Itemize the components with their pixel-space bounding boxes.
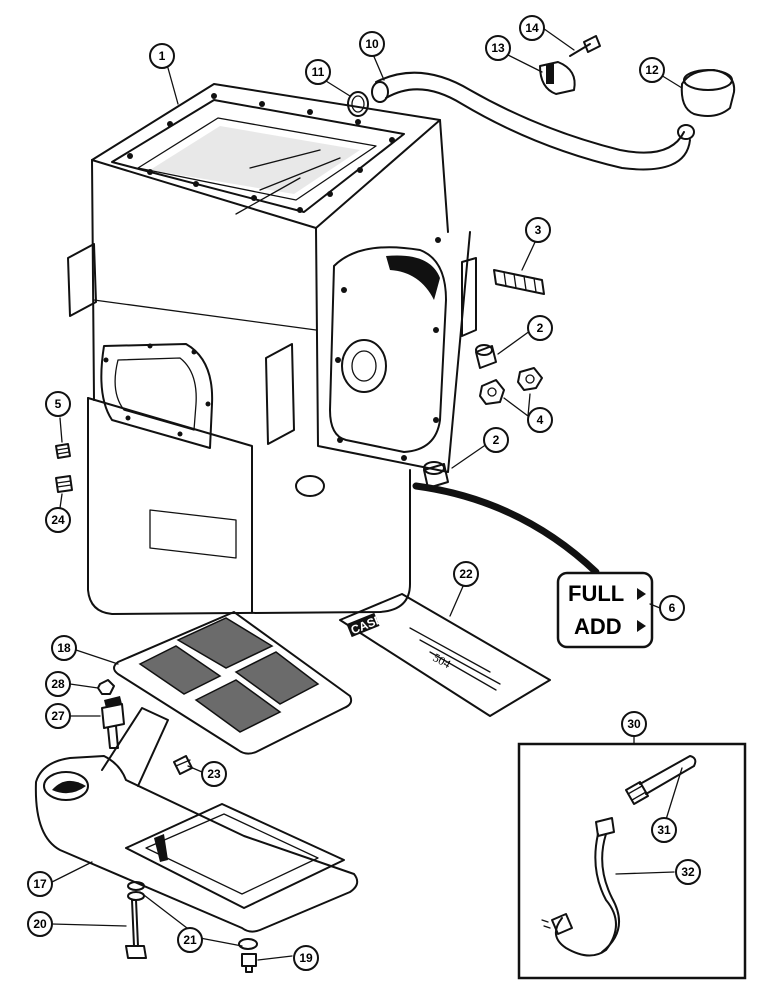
callout: 6	[659, 595, 685, 621]
sealant-package: CASE 504	[339, 593, 551, 717]
callout-label: 11	[312, 65, 325, 79]
callout-label: 4	[537, 413, 544, 427]
callout: 1	[149, 43, 175, 69]
callout: 24	[45, 507, 71, 533]
nuts	[479, 367, 543, 405]
callout-label: 23	[207, 767, 221, 781]
callout-label: 22	[459, 567, 473, 581]
callout: 12	[639, 57, 665, 83]
callout-label: 27	[51, 709, 65, 723]
callout: 31	[651, 817, 677, 843]
callout: 18	[51, 635, 77, 661]
callout-label: 10	[365, 37, 379, 51]
callout: 32	[675, 859, 701, 885]
leader-lines	[51, 25, 683, 961]
callout-label: 2	[493, 433, 500, 447]
dipstick-line	[412, 482, 600, 576]
plug-lower	[55, 475, 73, 493]
callout: 27	[45, 703, 71, 729]
callout: 17	[27, 871, 53, 897]
gauge-full-label: FULL	[568, 581, 624, 606]
callout-label: 3	[535, 223, 542, 237]
callout-label: 18	[57, 641, 71, 655]
oil-pan	[34, 707, 359, 933]
callout: 2	[527, 315, 553, 341]
dipstick-gauge: FULL ADD	[556, 571, 654, 649]
callout: 2	[483, 427, 509, 453]
suction-screen	[113, 611, 353, 755]
heater-element	[625, 755, 697, 805]
callout-label: 14	[525, 21, 539, 35]
callout-label: 20	[33, 917, 47, 931]
callout: 21	[177, 927, 203, 953]
package-product: 504	[431, 650, 453, 671]
callout: 4	[527, 407, 553, 433]
callout: 23	[201, 761, 227, 787]
breather-tube	[371, 71, 695, 171]
callout-label: 13	[491, 41, 505, 55]
callout: 30	[621, 711, 647, 737]
washers	[127, 881, 258, 950]
dowel-pin-lower	[423, 461, 449, 489]
power-cord	[541, 817, 620, 957]
callout: 5	[45, 391, 71, 417]
gauge-add-label: ADD	[574, 614, 622, 639]
callout-label: 24	[51, 513, 65, 527]
callout-label: 19	[299, 951, 313, 965]
sensor-fitting	[101, 696, 125, 749]
callout: 28	[45, 671, 71, 697]
short-bolt	[241, 953, 257, 973]
callout: 11	[305, 59, 331, 85]
callout: 14	[519, 15, 545, 41]
transmission-housing	[67, 83, 477, 615]
callout: 10	[359, 31, 385, 57]
callout-label: 21	[183, 933, 197, 947]
callout-label: 5	[55, 397, 62, 411]
dowel-pin-upper	[475, 344, 497, 369]
long-bolt	[125, 891, 147, 959]
callout-label: 12	[645, 63, 659, 77]
nut-small	[97, 679, 115, 695]
callout-label: 6	[669, 601, 676, 615]
callout-label: 28	[51, 677, 65, 691]
stud	[493, 269, 545, 295]
tube-clip	[539, 61, 576, 95]
clip-bolt	[569, 35, 601, 57]
callout-label: 1	[159, 49, 166, 63]
callout-label: 30	[627, 717, 641, 731]
o-ring-seal	[347, 91, 369, 117]
package-brand: CASE	[349, 612, 385, 637]
heater-kit-frame	[517, 742, 747, 980]
callout: 20	[27, 911, 53, 937]
callout-label: 17	[33, 877, 47, 891]
callout: 13	[485, 35, 511, 61]
callout-label: 32	[681, 865, 695, 879]
plug-upper	[55, 443, 71, 459]
breather-cap	[680, 69, 736, 117]
callout: 19	[293, 945, 319, 971]
callout-label: 2	[537, 321, 544, 335]
callout: 22	[453, 561, 479, 587]
plug-23	[173, 755, 193, 775]
callout-label: 31	[657, 823, 671, 837]
callout: 3	[525, 217, 551, 243]
